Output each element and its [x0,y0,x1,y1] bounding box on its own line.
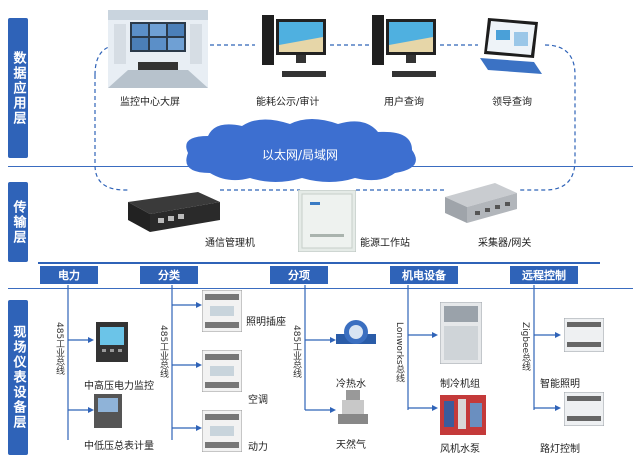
screen-label: 监控中心大屏 [120,97,180,108]
category-classify: 分类 [140,266,198,284]
water-meter-icon [336,320,376,344]
ac-label: 空调 [248,395,268,406]
comm-manager-label: 通信管理机 [205,238,255,249]
fan-pump-icon [440,395,486,435]
leader-query-label: 领导查询 [492,97,532,108]
tablet-icon [480,18,542,74]
street-light-controller-icon [564,392,604,426]
chiller-unit-icon [440,302,482,364]
lv-meter-label: 中低压总表计量 [84,441,154,452]
energy-station-label: 能源工作站 [360,238,410,249]
street-light-label: 路灯控制 [540,444,580,455]
smart-light-label: 智能照明 [540,379,580,390]
layer-transport-label: 传输层 [8,182,28,262]
power-meter-icon [202,410,242,452]
desktop-pc-icon [262,15,326,77]
layer-application-label: 数据应用层 [8,18,28,158]
cold-water-label: 冷热水 [336,379,366,390]
ethernet-cloud-label: 以太网/局域网 [262,148,339,162]
ethernet-cloud-icon [186,119,416,182]
power-bus-label: 485工业总线 [54,322,64,376]
collector-gateway-icon [445,183,517,223]
category-power: 电力 [40,266,98,284]
classify-bus-label: 485工业总线 [158,325,168,379]
energy-station-cabinet-icon [298,190,356,252]
energy-audit-label: 能耗公示/审计 [256,97,320,108]
subitem-bus-label: 485工业总线 [291,325,301,379]
lv-meter-icon [94,394,122,428]
category-mech: 机电设备 [390,266,458,284]
fan-pump-label: 风机水泵 [440,444,480,455]
hv-monitor-label: 中高压电力监控 [84,381,154,392]
gas-label: 天然气 [336,440,366,451]
lighting-socket-meter-icon [202,290,242,332]
chiller-label: 制冷机组 [440,379,480,390]
smart-lighting-controller-icon [564,318,604,352]
monitor-wall-screen-icon [108,10,208,88]
collector-label: 采集器/网关 [478,238,532,249]
remote-bus-label: Zigbee总线 [520,322,530,372]
layer-field-label: 现场仪表设备层 [8,300,28,455]
comm-manager-device-icon [128,192,220,232]
hv-power-monitor-icon [96,322,128,362]
lighting-label: 照明插座 [246,317,286,328]
desktop-pc-icon-2 [372,15,436,77]
category-remote: 远程控制 [510,266,578,284]
power-label: 动力 [248,442,268,453]
user-query-label: 用户查询 [384,97,424,108]
ac-meter-icon [202,350,242,392]
gas-meter-icon [338,390,368,424]
mech-bus-label: Lonworks总线 [394,322,404,383]
separator-line-2 [8,288,633,289]
category-subitem: 分项 [270,266,328,284]
